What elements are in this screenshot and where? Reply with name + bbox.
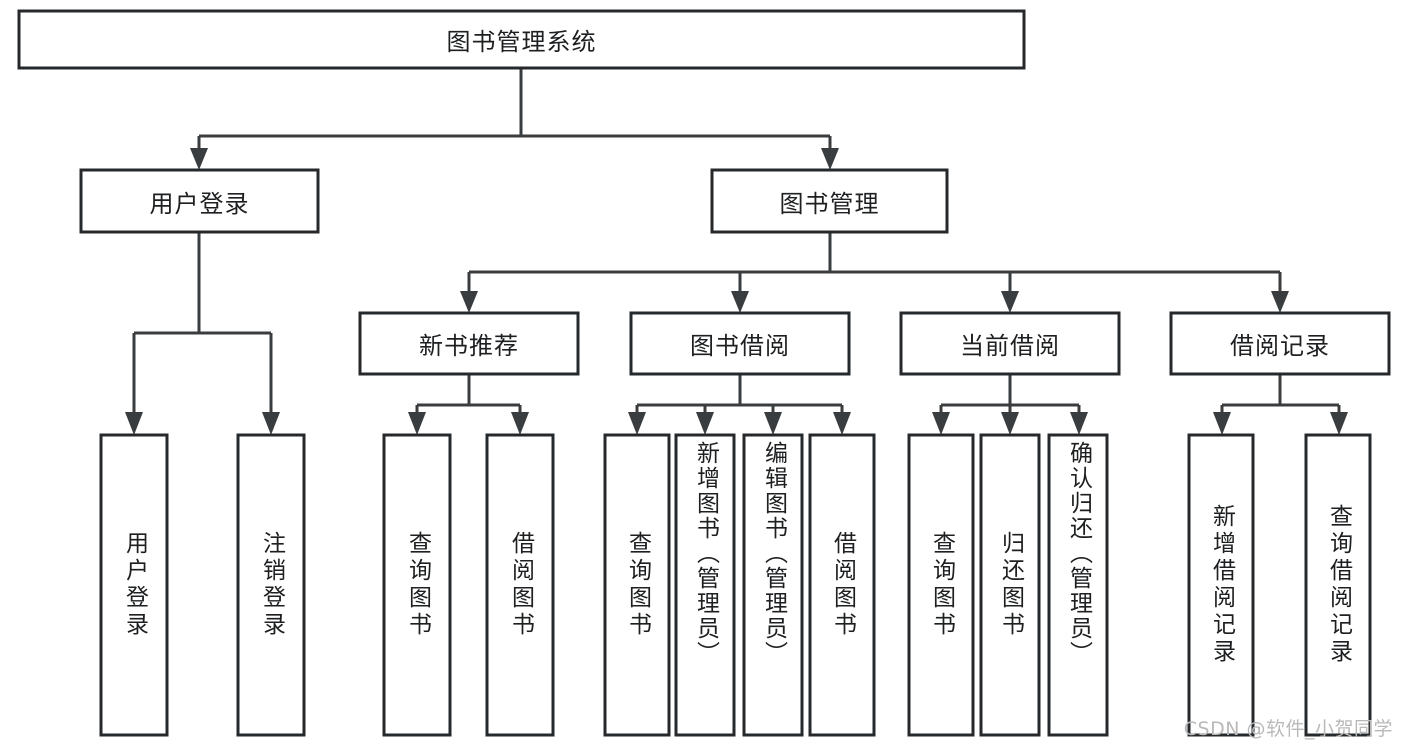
arrow-head-leaf-logout (262, 412, 280, 435)
edge-group-book-mgmt (460, 233, 1289, 313)
node-box-borrow-record[interactable] (1169, 311, 1391, 376)
node-box-leaf-add-record[interactable] (1187, 433, 1255, 737)
node-box-book-borrow[interactable] (629, 311, 851, 376)
node-box-leaf-edit-book[interactable] (742, 433, 804, 737)
arrow-head-user-login (190, 148, 208, 170)
csdn-watermark: CSDN @软件_小贺同学 (1183, 718, 1393, 740)
node-box-leaf-query-book-1[interactable] (382, 433, 452, 737)
arrow-head-leaf-query-book-2 (628, 412, 646, 435)
arrow-head-book-borrow (731, 291, 749, 313)
node-box-leaf-borrow-book-2[interactable] (808, 433, 876, 737)
arrow-head-leaf-add-book (696, 412, 714, 435)
node-box-root[interactable] (17, 9, 1026, 70)
arrow-head-leaf-borrow-book-2 (833, 412, 851, 435)
arrow-head-leaf-query-record (1330, 412, 1348, 435)
edge-group-root (190, 69, 839, 170)
node-box-new-book-rec[interactable] (358, 311, 580, 376)
arrow-head-leaf-edit-book (764, 412, 782, 435)
edge-group-book-borrow (628, 375, 851, 435)
arrow-head-book-mgmt (821, 148, 839, 170)
node-box-leaf-add-book[interactable] (674, 433, 736, 737)
node-box-user-login[interactable] (79, 168, 320, 234)
node-box-leaf-user-login[interactable] (99, 433, 169, 737)
arrow-head-current-borrow (1001, 291, 1019, 313)
node-box-book-mgmt[interactable] (710, 168, 949, 234)
arrow-head-leaf-query-book-3 (932, 412, 950, 435)
arrow-head-leaf-user-login (125, 412, 143, 435)
edge-group-current-borrow (932, 375, 1088, 435)
node-box-leaf-borrow-book-1[interactable] (485, 433, 555, 737)
node-box-current-borrow[interactable] (899, 311, 1121, 376)
arrow-head-borrow-record (1271, 291, 1289, 313)
edge-group-borrow-record (1213, 375, 1348, 435)
arrow-head-leaf-add-record (1213, 412, 1231, 435)
node-box-leaf-confirm-return[interactable] (1047, 433, 1109, 737)
arrow-head-leaf-return-book (1001, 412, 1019, 435)
node-box-leaf-return-book[interactable] (979, 433, 1041, 737)
node-box-leaf-query-record[interactable] (1304, 433, 1372, 737)
arrow-head-new-book-rec (460, 291, 478, 313)
edge-group-new-book-rec (408, 375, 529, 435)
edge-group-user-login (125, 233, 280, 435)
node-box-leaf-query-book-2[interactable] (603, 433, 671, 737)
arrow-head-leaf-query-book-1 (408, 412, 426, 435)
arrow-head-leaf-confirm-return (1070, 412, 1088, 435)
node-box-leaf-query-book-3[interactable] (907, 433, 975, 737)
node-box-leaf-logout[interactable] (236, 433, 306, 737)
arrow-head-leaf-borrow-book-1 (511, 412, 529, 435)
